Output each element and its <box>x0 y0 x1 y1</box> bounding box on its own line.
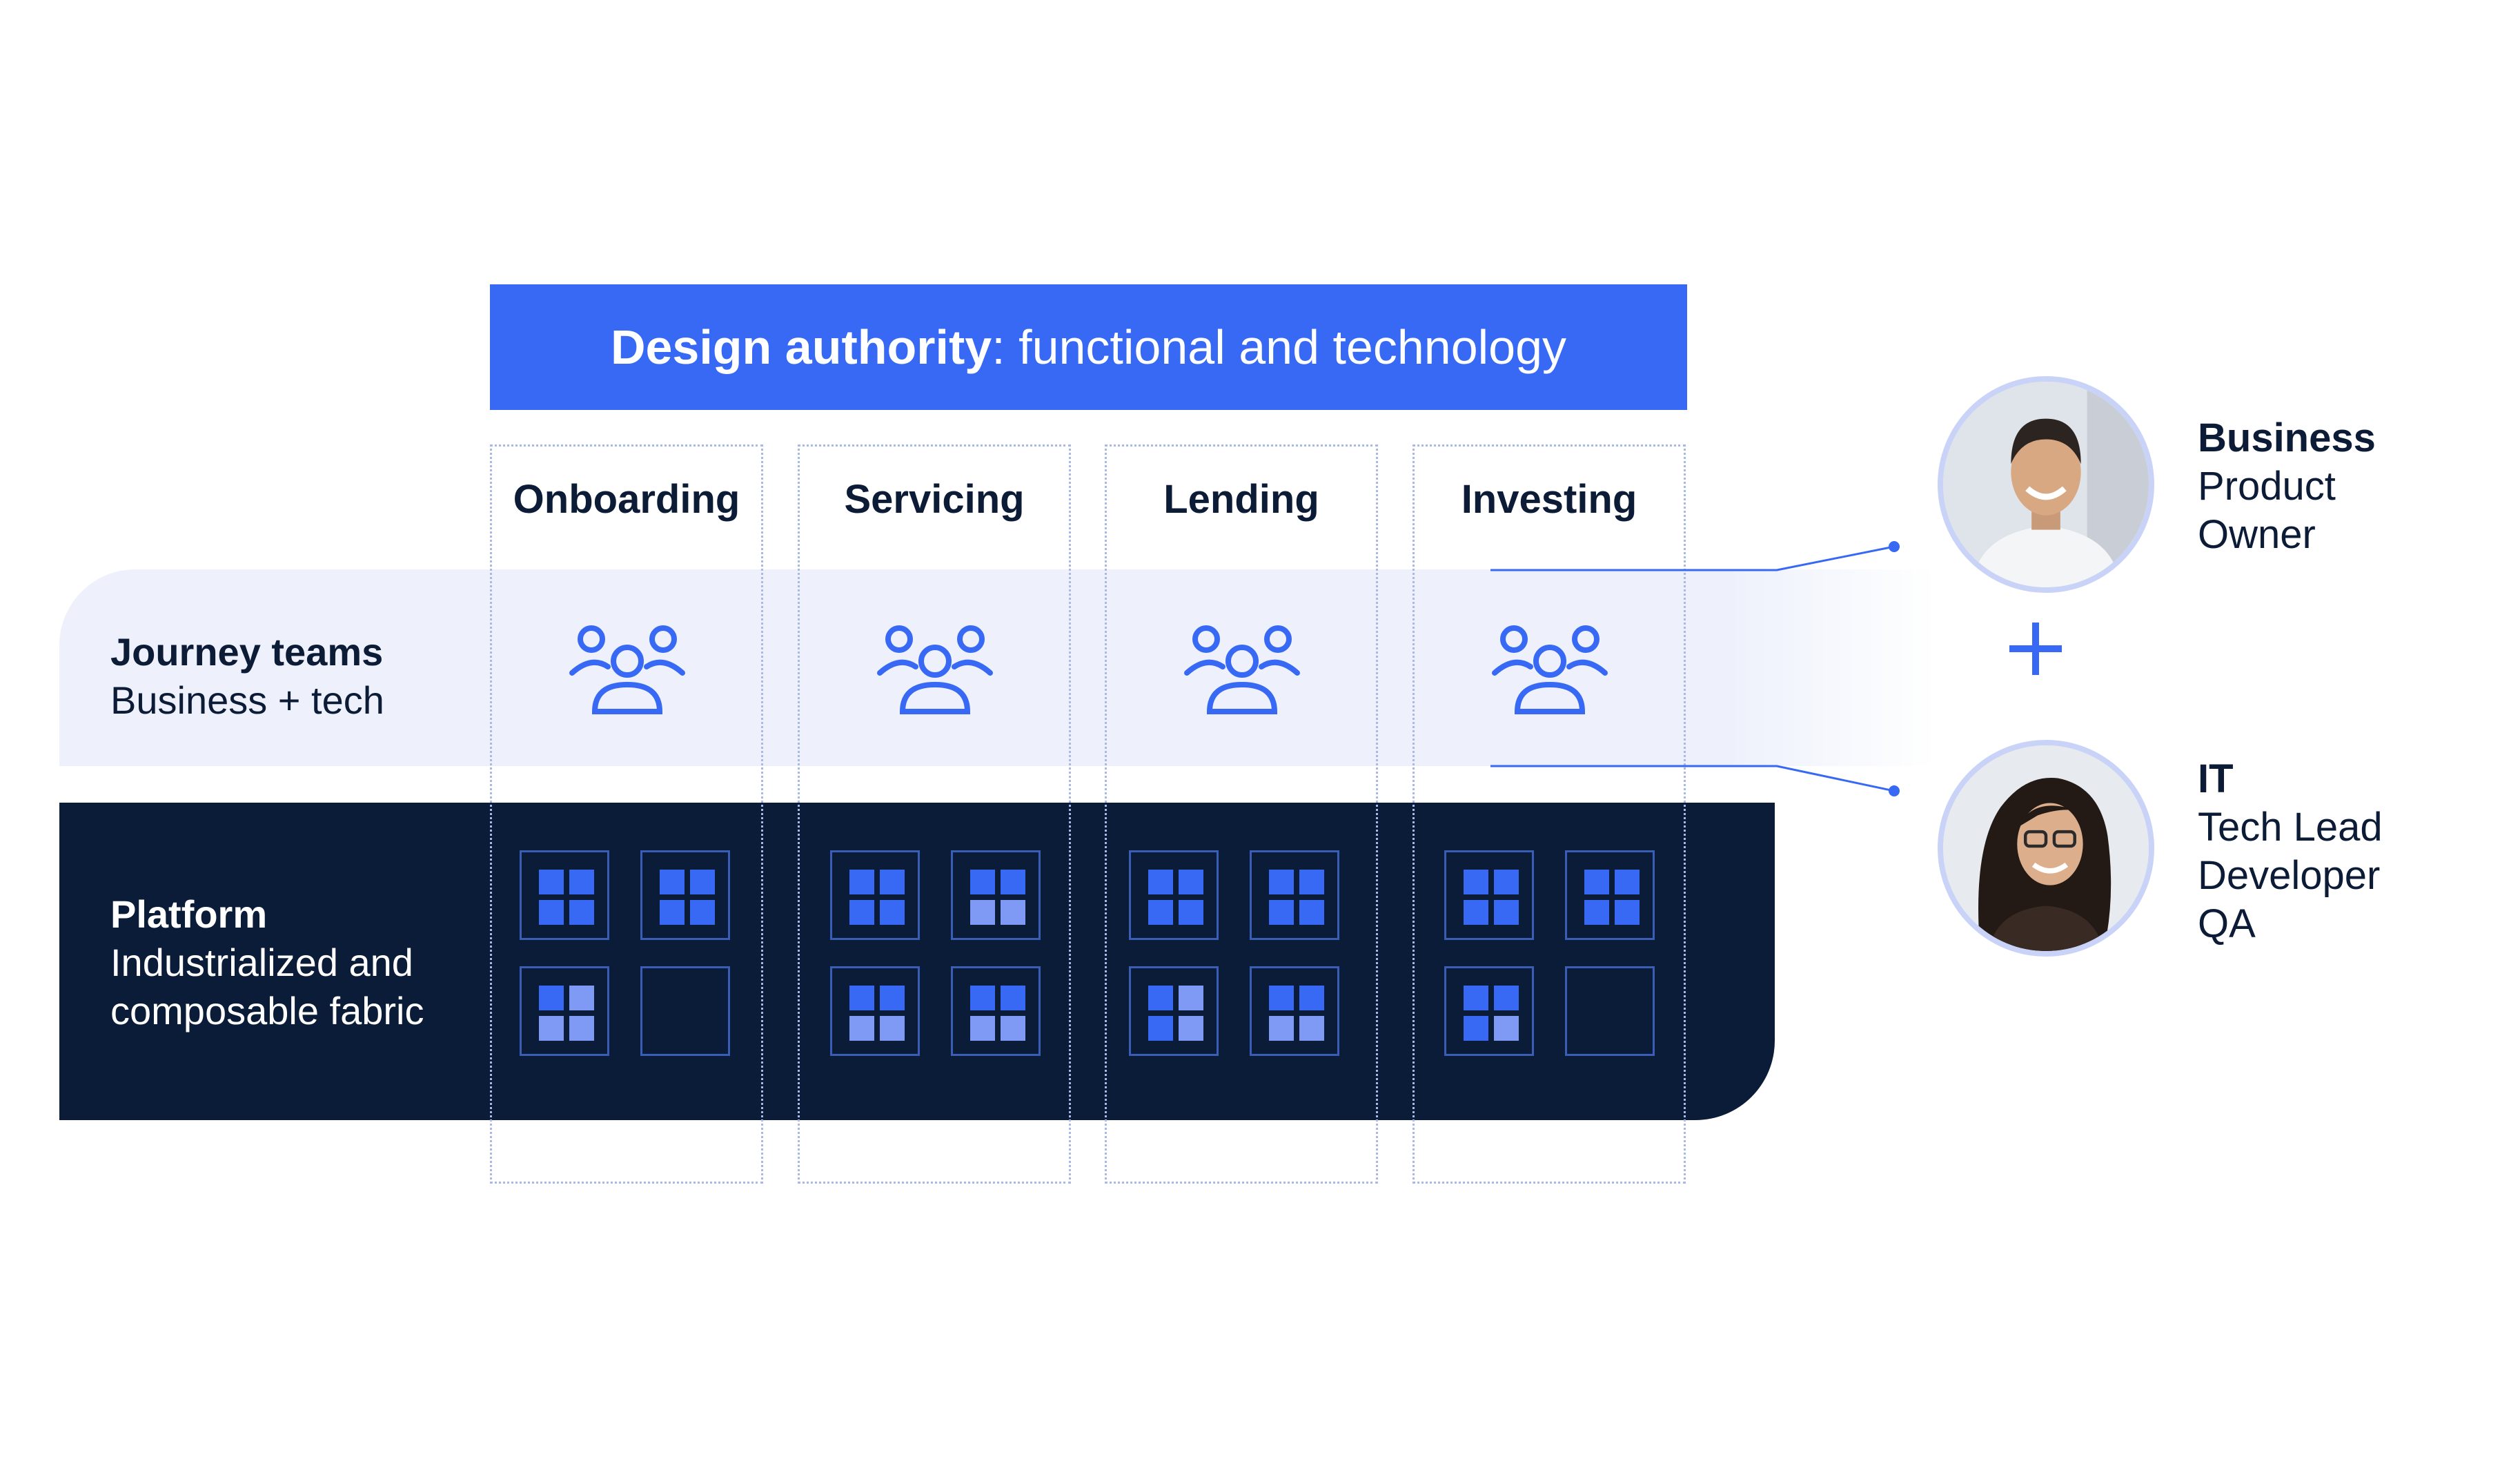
platform-line-1: Industrialized and <box>110 941 413 984</box>
it-role-line-2: Developer <box>2198 853 2381 898</box>
module-tile <box>830 966 920 1056</box>
grid-module-icon <box>1464 870 1519 925</box>
module-tile <box>1565 850 1655 940</box>
grid-module-icon <box>1148 870 1203 925</box>
grid-module-icon <box>970 986 1025 1041</box>
connector-dot-it <box>1889 785 1900 796</box>
business-role-title: Business <box>2198 415 2376 460</box>
journey-teams-label: Journey teams Business + tech <box>110 628 384 725</box>
module-tile <box>830 850 920 940</box>
module-tile <box>1444 966 1534 1056</box>
platform-title: Platform <box>110 892 268 936</box>
people-group-icon <box>569 625 685 714</box>
design-authority-subtitle: : functional and technology <box>992 320 1567 374</box>
connector-dot-business <box>1889 541 1900 552</box>
column-onboarding <box>490 444 763 1184</box>
platform-line-2: composable fabric <box>110 989 424 1032</box>
empty-module-tile <box>1565 966 1655 1056</box>
journey-teams-band <box>59 569 1936 766</box>
business-owner-avatar <box>1938 376 2154 593</box>
column-title-lending: Lending <box>1163 477 1319 522</box>
module-tile <box>1250 850 1339 940</box>
platform-label: Platform Industrialized and composable f… <box>110 890 424 1035</box>
it-role-text: IT Tech Lead Developer QA <box>2198 755 2383 948</box>
people-group-icon <box>1184 625 1300 714</box>
column-servicing <box>798 444 1071 1184</box>
module-tile <box>520 966 609 1056</box>
module-tile <box>1444 850 1534 940</box>
module-tile <box>1129 850 1219 940</box>
module-tile <box>520 850 609 940</box>
module-tile <box>1250 966 1339 1056</box>
module-tile <box>640 850 730 940</box>
column-investing <box>1412 444 1686 1184</box>
connector-business <box>1490 545 1895 571</box>
grid-module-icon <box>539 986 594 1041</box>
grid-module-icon <box>539 870 594 925</box>
people-group-icon <box>1492 625 1608 714</box>
module-tile <box>951 966 1041 1056</box>
business-role-text: Business Product Owner <box>2198 414 2376 559</box>
design-authority-banner: Design authority: functional and technol… <box>490 284 1687 410</box>
business-role-line-2: Owner <box>2198 512 2316 557</box>
module-tile <box>1129 966 1219 1056</box>
journey-teams-subtitle: Business + tech <box>110 678 384 722</box>
plus-icon <box>2009 623 2062 675</box>
column-title-onboarding: Onboarding <box>513 477 740 522</box>
column-title-investing: Investing <box>1461 477 1637 522</box>
grid-module-icon <box>849 870 905 925</box>
design-authority-title: Design authority <box>610 320 992 374</box>
grid-module-icon <box>849 986 905 1041</box>
person-photo-icon <box>1943 382 2149 587</box>
journey-teams-title: Journey teams <box>110 630 384 674</box>
connector-it <box>1490 765 1895 792</box>
it-role-line-3: QA <box>2198 901 2256 946</box>
grid-module-icon <box>1464 986 1519 1041</box>
column-lending <box>1105 444 1378 1184</box>
grid-module-icon <box>1269 870 1324 925</box>
grid-module-icon <box>1584 870 1640 925</box>
people-group-icon <box>877 625 993 714</box>
empty-module-tile <box>640 966 730 1056</box>
grid-module-icon <box>660 870 715 925</box>
column-title-servicing: Servicing <box>844 477 1025 522</box>
it-role-line-1: Tech Lead <box>2198 805 2383 850</box>
business-role-line-1: Product <box>2198 464 2336 509</box>
it-lead-avatar <box>1938 740 2154 957</box>
grid-module-icon <box>1148 986 1203 1041</box>
grid-module-icon <box>970 870 1025 925</box>
person-photo-icon <box>1943 745 2149 951</box>
grid-module-icon <box>1269 986 1324 1041</box>
it-role-title: IT <box>2198 756 2234 801</box>
module-tile <box>951 850 1041 940</box>
